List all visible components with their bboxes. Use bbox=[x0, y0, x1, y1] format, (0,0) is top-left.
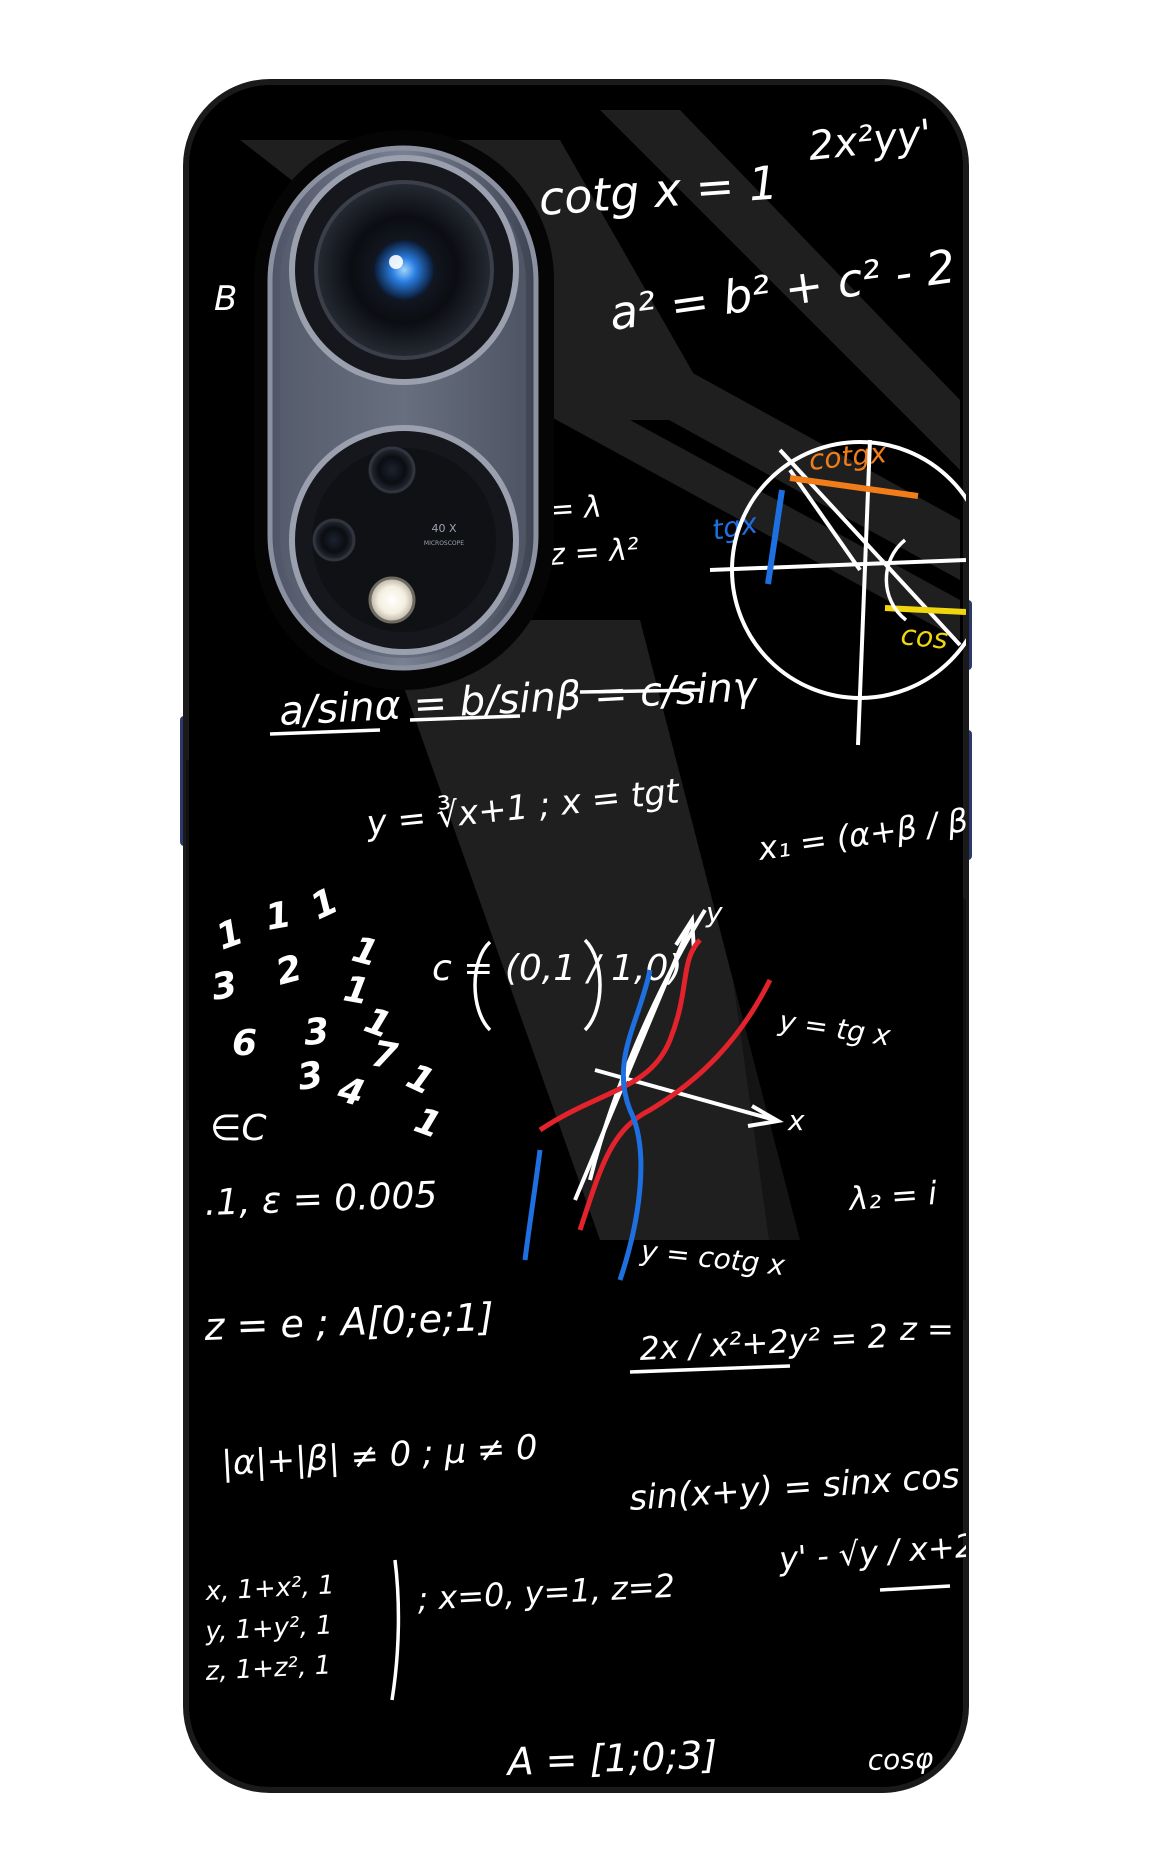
scattered-digit: 3 bbox=[302, 1011, 331, 1054]
formula-12: ∈C bbox=[210, 1108, 267, 1149]
circle-radius bbox=[788, 468, 862, 572]
camera-label-microscope: MICROSCOPE bbox=[424, 540, 464, 547]
circle-axis-horizontal bbox=[709, 558, 966, 572]
formula-25: A = [1;0;3] bbox=[504, 1733, 718, 1784]
formula-17: z = bbox=[899, 1310, 954, 1348]
graph-tg-curve-red bbox=[538, 938, 702, 1133]
graph-cotg-curve-blue bbox=[522, 1149, 543, 1261]
formula-26: cosφ bbox=[867, 1742, 934, 1777]
camera-module: 40 X MICROSCOPE bbox=[254, 130, 554, 690]
second-lens-plate bbox=[312, 448, 496, 632]
graph-y-arrow bbox=[674, 913, 696, 951]
formula-23: z, 1+z², 1 bbox=[204, 1650, 332, 1687]
graph-axis-label-y: y bbox=[705, 896, 723, 929]
glass-shadow bbox=[186, 740, 966, 1320]
unit-circle-diagram bbox=[709, 439, 966, 746]
formula-21: x, 1+x², 1 bbox=[204, 1570, 336, 1607]
camera-label-zoom: 40 X bbox=[431, 522, 456, 535]
formula-3: B bbox=[214, 279, 237, 319]
graph-axis-label-x: x bbox=[787, 1104, 805, 1137]
graph-x-arrow bbox=[747, 1104, 784, 1128]
formula-14: λ₂ = i bbox=[846, 1174, 938, 1218]
formula-4: = λ bbox=[548, 489, 603, 528]
formula-22: y, 1+y², 1 bbox=[204, 1610, 334, 1647]
graph-white-line bbox=[588, 908, 707, 1181]
microscope-lens bbox=[368, 446, 416, 494]
formula-15: z = e ; A[0;e;1] bbox=[203, 1295, 495, 1349]
circle-tan-segment bbox=[765, 489, 785, 585]
scattered-digit: 6 bbox=[232, 1023, 257, 1064]
flash-icon bbox=[368, 576, 416, 624]
circle-cos-segment bbox=[884, 605, 966, 615]
trig-graph bbox=[522, 908, 784, 1281]
formula-13: .1, ε = 0.005 bbox=[204, 1175, 438, 1224]
formula-5: z = λ² bbox=[547, 532, 640, 573]
graph-tg-curve-red-2 bbox=[577, 978, 773, 1231]
graph-cotg-curve-blue-2 bbox=[617, 969, 653, 1281]
macro-lens bbox=[312, 518, 356, 562]
circle-cot-segment bbox=[789, 475, 919, 499]
main-lens-glass bbox=[374, 240, 434, 300]
main-lens-glint bbox=[389, 255, 403, 269]
chalk-strokes bbox=[269, 538, 951, 1701]
